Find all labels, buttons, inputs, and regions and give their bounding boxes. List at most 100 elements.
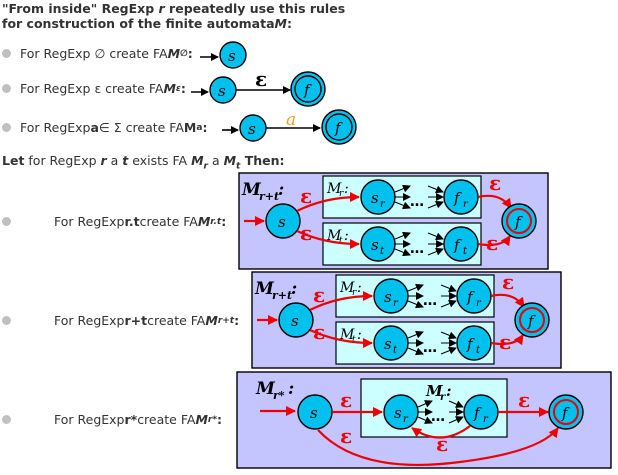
svg-text:M: M [339,327,355,343]
svg-text::: : [278,180,284,200]
let-line: Let for RegExp r a t exists FA Mr a Mt T… [2,153,285,172]
svg-text:…: … [410,194,424,210]
svg-text:r+t: r+t [272,289,292,302]
svg-text:M: M [339,280,355,296]
svg-text:ε: ε [502,270,514,294]
svg-text:M: M [255,379,276,399]
svg-text:ε: ε [313,283,325,307]
svg-text:r: r [380,199,386,210]
svg-text::: : [357,327,362,343]
svg-text:f: f [453,189,462,207]
svg-text:t: t [380,246,385,257]
state-f-inner [294,75,322,103]
svg-text:s: s [278,213,286,231]
svg-text:…: … [410,241,424,257]
svg-text:r: r [393,298,399,309]
svg-text:f: f [466,288,475,306]
svg-text:t: t [476,345,481,356]
fa-epsilon: s ε f [191,67,326,107]
state-label: f [334,119,343,137]
svg-text:f: f [473,404,482,422]
svg-text:t: t [352,335,356,345]
state-s [265,203,301,239]
svg-text:ε: ε [340,388,352,412]
svg-text:s: s [384,335,392,353]
svg-text:ε: ε [486,231,498,255]
epsilon-label: ε [255,67,267,91]
svg-text:…: … [423,293,437,309]
svg-text:r: r [403,414,409,425]
svg-text::: : [344,228,349,244]
svg-text:s: s [384,288,392,306]
svg-text:…: … [431,409,445,425]
svg-text:ε: ε [518,388,530,412]
svg-text:ε: ε [340,424,352,448]
state-f-inner [325,113,353,141]
bullet-icon [2,84,11,93]
svg-text::: : [288,379,294,399]
svg-text:r: r [352,288,357,298]
page-title: "From inside" RegExp r repeatedly use th… [2,1,346,31]
svg-text:s: s [371,189,379,207]
svg-text::: : [357,280,362,296]
svg-text::: : [446,382,452,400]
svg-text:r: r [463,199,469,210]
svg-text:f: f [527,312,536,330]
svg-text:ε: ε [499,330,511,354]
state-s [219,41,247,69]
panel-label: M [241,180,262,200]
bullet-icon [2,123,11,132]
svg-text:M: M [254,279,275,299]
svg-text:r: r [440,392,446,403]
svg-text:ε: ε [300,184,312,208]
bullet-icon [2,316,11,325]
svg-text:f: f [561,404,570,422]
state-label: s [228,47,236,65]
state-fr [443,179,479,215]
svg-text:…: … [423,340,437,356]
state-label: s [218,82,226,100]
state-ft [443,226,479,262]
svg-text:M: M [326,181,342,197]
state-label: f [303,81,312,99]
svg-text:s: s [394,404,402,422]
svg-text::: : [291,279,297,299]
bullet-icon [2,415,11,424]
bullet-icon [2,217,11,226]
rule-empty-set: For RegExp ∅ create FA M∅: [2,46,193,61]
svg-text:f: f [514,213,523,231]
svg-text:ε: ε [300,221,312,245]
svg-text:f: f [453,236,462,254]
svg-text:t: t [463,246,468,257]
svg-text:f: f [466,335,475,353]
svg-text:M: M [425,382,443,400]
svg-text:s: s [291,312,299,330]
state-label: s [248,120,256,138]
symbol-label: a [286,110,296,130]
panel-label-sub: r+t [259,190,279,203]
svg-text:t: t [393,345,398,356]
svg-text::: : [344,181,349,197]
svg-text:ε: ε [489,171,501,195]
svg-text:s: s [371,236,379,254]
svg-text:r: r [483,414,489,425]
svg-text:r: r [339,189,344,199]
fa-symbol: s a f [222,109,357,145]
svg-text:r*: r* [273,389,285,402]
svg-text:ε: ε [436,432,448,456]
svg-text:M: M [326,228,342,244]
svg-text:s: s [310,404,318,422]
svg-text:ε: ε [313,320,325,344]
svg-text:r: r [476,298,482,309]
bullet-icon [2,49,11,58]
fa-empty-set: s [200,41,247,69]
